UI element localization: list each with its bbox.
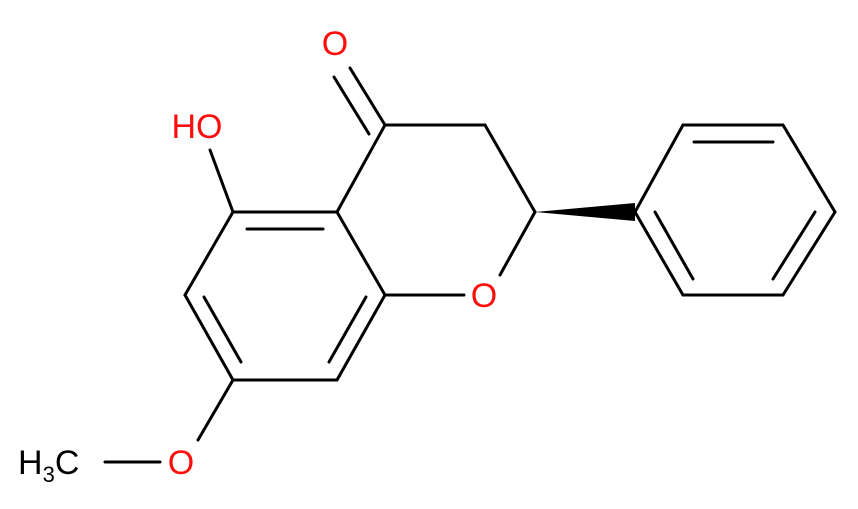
bond-ph-c6-c1-inner [653, 210, 695, 281]
bond-c8-c8a-inner [327, 295, 368, 364]
bond-ph-c4-c5-inner [771, 210, 817, 281]
bond-ph-c4-c5 [781, 210, 837, 297]
methyl-h: H [18, 444, 43, 482]
bond-c6-c7 [183, 293, 235, 382]
bond-c2-o1 [498, 210, 537, 277]
bond-ph-c6-c1 [633, 210, 685, 297]
bond-ph-c3-c4 [781, 123, 837, 214]
bond-c4-o-carbonyl-inner [332, 75, 371, 136]
bond-c7-o-ether [196, 378, 235, 442]
bond-c8-c8a [335, 293, 387, 382]
bond-c5-oh [208, 148, 235, 214]
methyl-c: C [55, 444, 80, 482]
bond-ph-c1-c2 [633, 123, 685, 214]
bond-c6-c7-inner [202, 295, 243, 364]
atom-carbonyl-oxygen: O [322, 25, 348, 63]
bond-c4a-c4 [335, 123, 387, 214]
atom-methyl: H3C [18, 444, 79, 487]
bond-c3-c2 [483, 123, 537, 214]
bond-c8a-c4a [335, 210, 387, 297]
methyl-subscript: 3 [43, 462, 55, 487]
atom-hydroxyl: HO [172, 108, 223, 146]
bond-c4-o-carbonyl [348, 66, 387, 127]
atom-ring-oxygen: O [471, 277, 497, 315]
wedge-bond-c2-phenyl [535, 203, 635, 221]
bond-c5-c6 [183, 210, 235, 297]
atom-ether-oxygen: O [168, 444, 194, 482]
